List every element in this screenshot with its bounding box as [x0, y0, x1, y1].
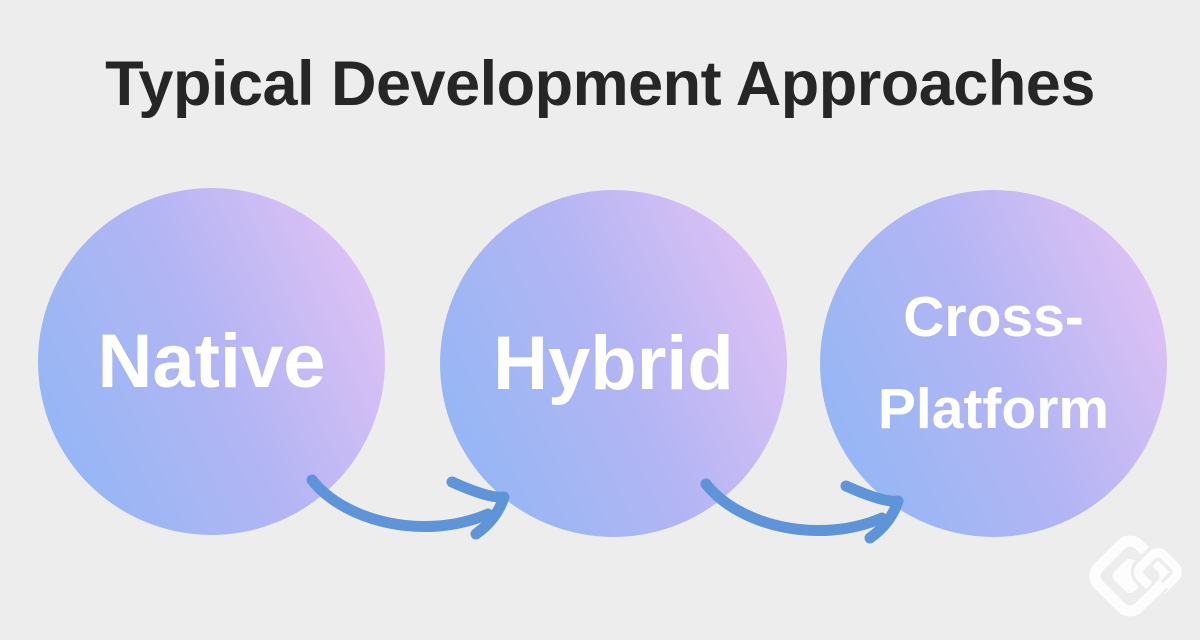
stage-label-line-2: Platform: [877, 376, 1110, 441]
stage-label-line-1: Cross-: [903, 285, 1084, 350]
stage-label-native: Native: [97, 318, 326, 404]
stage-label-hybrid: Hybrid: [493, 320, 734, 406]
interlocked-diamonds-logo-icon: [1089, 535, 1186, 617]
stage-circle-hybrid: Hybrid: [440, 190, 787, 537]
curved-arrow-icon-2: [700, 478, 904, 544]
page-title: Typical Development Approaches: [105, 49, 1095, 119]
stage-label-cross-platform: Cross- Platform: [878, 272, 1109, 454]
stage-circle-native: Native: [38, 188, 385, 535]
curved-arrow-icon-1: [306, 474, 510, 540]
stage-circle-cross-platform: Cross- Platform: [820, 190, 1167, 537]
